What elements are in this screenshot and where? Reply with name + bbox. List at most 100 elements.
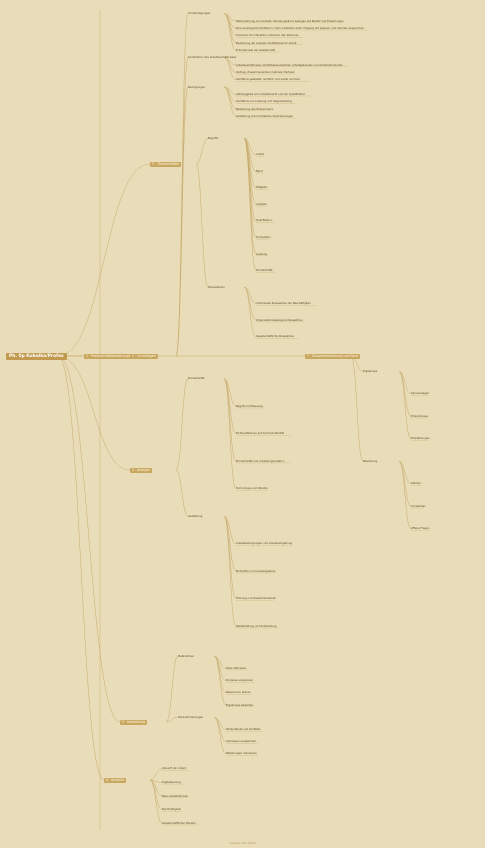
leaf-node[interactable]: Arbeit [256, 153, 264, 157]
connector [165, 655, 179, 723]
leaf-node[interactable]: Organisationsbezogene Perspektive [256, 318, 303, 322]
leaf-node[interactable]: Qualifikation [256, 219, 273, 223]
leaf-node[interactable]: Beruf [256, 169, 263, 173]
leaf-node[interactable]: Neue Arbeitsformen [162, 794, 189, 798]
connector [223, 57, 237, 80]
leaf-node[interactable]: Ressourcen planen [226, 691, 251, 695]
leaf-node[interactable]: Ziele definieren [226, 666, 247, 670]
leaf-node[interactable]: Aufgabe [256, 202, 267, 206]
group-node[interactable]: Begriffe [208, 136, 219, 140]
group-node[interactable]: Gestaltung [188, 514, 203, 518]
connector [398, 461, 412, 507]
leaf-node[interactable]: Arbeitsbedingungen und Arbeitsumgebung [236, 542, 292, 546]
group-node[interactable]: Bedingungen [188, 85, 206, 89]
leaf-node[interactable]: Begriff und Messung [236, 404, 263, 408]
connector [213, 655, 227, 681]
leaf-node[interactable]: Motivation und Anreizsysteme [236, 569, 276, 573]
leaf-node[interactable]: Kernaussagen [411, 392, 430, 396]
leaf-node[interactable]: Tätigkeit [256, 186, 267, 190]
branch-1[interactable]: 1 · Produktivitätsforderungen [84, 353, 135, 359]
connector [213, 716, 227, 755]
branch-7[interactable]: 7 · Zusammenfassung und Fazit [305, 353, 360, 359]
connector [223, 378, 237, 489]
leaf-node[interactable]: Schwächen [411, 504, 426, 508]
leaf-node[interactable]: Offene Fragen [411, 527, 430, 531]
group-node[interactable]: Perspektiven [208, 285, 225, 289]
connector [57, 355, 131, 471]
leaf-node[interactable]: Produktivität und Arbeitsorganisation [236, 459, 285, 463]
group-node[interactable]: Vorüberlegungen [188, 12, 211, 16]
leaf-node[interactable]: Weiterbildung und Entwicklung [236, 624, 277, 628]
connector [223, 378, 237, 434]
leaf-node[interactable]: Führung und Zusammenarbeit [236, 597, 276, 601]
leaf-node[interactable]: Ergebnisse bewerten [226, 703, 254, 707]
leaf-node[interactable]: Produktivität [256, 269, 273, 273]
leaf-node[interactable]: Empfehlungen [411, 437, 430, 441]
group-node[interactable]: Bewertung [363, 459, 378, 463]
connector [57, 355, 105, 781]
leaf-node[interactable]: Erfordernisse der Gesellschaft [236, 48, 275, 52]
connector [398, 461, 412, 529]
group-node[interactable]: Ergebnisse [363, 369, 378, 373]
leaf-node[interactable]: Vertrag: Zusammenwirken mehrerer Parteie… [236, 70, 295, 74]
branch-6[interactable]: 6 · Ausblick [104, 777, 127, 783]
leaf-node[interactable]: Zukunft der Arbeit [162, 767, 186, 771]
connector [57, 163, 151, 357]
root-node[interactable]: Ph. 0p Kobalka/Profes [6, 353, 67, 360]
connector [243, 286, 257, 321]
connector [223, 13, 237, 29]
connector [175, 469, 189, 517]
leaf-node[interactable]: Erkenntnisse [411, 414, 428, 418]
branch-4[interactable]: 4 · Analyse [130, 467, 152, 473]
leaf-node[interactable]: Arbeitsverhältnisse: Verhältnisse zwisch… [236, 63, 343, 67]
leaf-node[interactable]: Abhängigkeit vom Arbeitsmarkt und der Qu… [236, 92, 306, 96]
leaf-node[interactable]: Wahrnehmung von Kontext, Handlungsdruck … [236, 19, 344, 23]
leaf-node[interactable]: Prozesse analysieren [226, 679, 254, 683]
leaf-node[interactable]: Leistung [256, 252, 268, 256]
connector [175, 13, 189, 357]
connector [223, 13, 237, 44]
group-node[interactable]: Produktivität [188, 377, 205, 381]
leaf-node[interactable]: Widerstände und Konflikte [226, 727, 261, 731]
leaf-node[interactable]: Verhältnis gestaltet, rechtlich und sozi… [236, 78, 301, 82]
connector [223, 13, 237, 51]
leaf-node[interactable]: Bedeutung der sozialen Verhältnisse für … [236, 41, 297, 45]
leaf-node[interactable]: Belastungen reduzieren [226, 752, 257, 756]
connector [149, 779, 163, 783]
connector [223, 516, 237, 599]
leaf-node[interactable]: Eine soziologische Reflexion, mehr verst… [236, 26, 365, 30]
connector [195, 138, 209, 165]
group-node[interactable]: Maßnahmen [178, 654, 195, 658]
leaf-node[interactable]: Stärken [411, 482, 421, 486]
leaf-node[interactable]: Kompetenz [256, 236, 271, 239]
connector [165, 716, 179, 723]
leaf-node[interactable]: Gesellschaftliche Perspektive [256, 335, 294, 339]
connector [398, 371, 412, 417]
footer-credit: Created with XMind [229, 841, 256, 845]
leaf-node[interactable]: Gesellschaftlicher Wandel [162, 821, 196, 825]
connector [223, 378, 237, 462]
group-node[interactable]: Herausforderungen [178, 715, 204, 719]
leaf-node[interactable]: Digitalisierung [162, 780, 181, 784]
leaf-node[interactable]: Interessen ausgleichen [226, 740, 256, 744]
group-node[interactable]: Konstitution des Arbeitsverhältnisses [188, 56, 237, 60]
leaf-node[interactable]: Ursachen für Interaktion zwischen den Pe… [236, 34, 299, 38]
leaf-node[interactable]: Gestaltung durch kollektive Vereinbarung… [236, 114, 294, 118]
branch-5[interactable]: 5 · Umsetzung [120, 719, 148, 725]
connector [398, 371, 412, 439]
branch-3[interactable]: 3 · Themenfelder [150, 161, 182, 167]
leaf-node[interactable]: Technologie und Wandel [236, 487, 268, 491]
leaf-node[interactable]: Nachhaltigkeit [162, 808, 181, 812]
connector [243, 138, 257, 238]
connector [350, 355, 364, 462]
connector [223, 57, 237, 73]
connector [195, 163, 209, 288]
branch-2[interactable]: 2 · Grundlagen [130, 353, 158, 359]
leaf-node[interactable]: Individuelle Perspektive der Beschäftigt… [256, 302, 311, 306]
leaf-node[interactable]: Verhältnis von Leistung und Gegenleistun… [236, 100, 292, 104]
leaf-node[interactable]: Bedeutung des Einkommens [236, 107, 274, 111]
leaf-node[interactable]: Einflussfaktoren auf die Produktivität [236, 432, 284, 436]
connector [149, 779, 163, 824]
